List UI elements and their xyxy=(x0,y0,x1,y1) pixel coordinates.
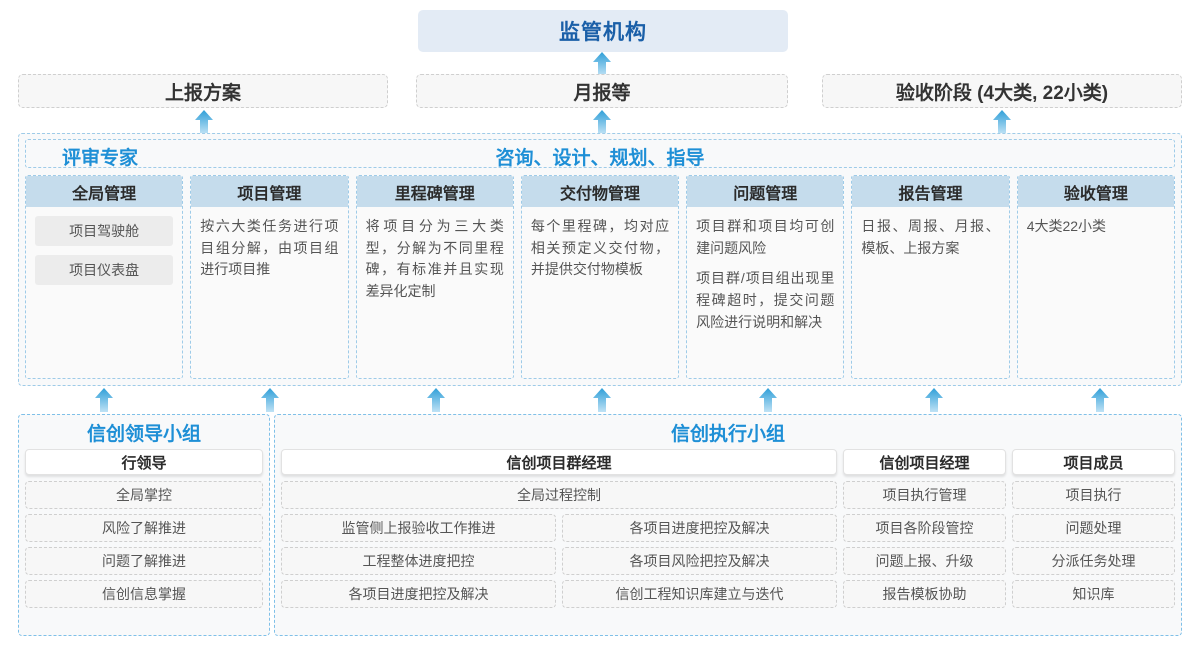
program-manager-left-tasks: 监管侧上报验收工作推进 工程整体进度把控 各项目进度把控及解决 xyxy=(281,514,556,608)
column-body: 每个里程碑，均对应相关预定义交付物，并提供交付物模板 xyxy=(522,207,678,378)
leadership-group: 信创领导小组 行领导 全局掌控 风险了解推进 问题了解推进 信创信息掌握 xyxy=(18,414,270,636)
task-item[interactable]: 知识库 xyxy=(1012,580,1175,608)
execution-group-title: 信创执行小组 xyxy=(670,424,785,445)
execution-group: 信创执行小组 信创项目群经理 全局过程控制 监管侧上报验收工作推进 工程整体进度… xyxy=(274,414,1182,636)
report-box-monthly[interactable]: 月报等 xyxy=(416,74,788,108)
column-paragraph: 项目群/项目组出现里程碑超时，提交问题风险进行说明和解决 xyxy=(696,270,835,330)
leadership-group-title: 信创领导小组 xyxy=(86,424,201,445)
pill-item[interactable]: 项目驾驶舱 xyxy=(35,216,174,246)
execution-columns: 信创项目群经理 全局过程控制 监管侧上报验收工作推进 工程整体进度把控 各项目进… xyxy=(281,449,1175,608)
column-head: 问题管理 xyxy=(687,176,844,207)
regulator-box: 监管机构 xyxy=(418,10,788,52)
arrow-up-icon-band-to-plan xyxy=(195,110,213,134)
column-paragraph: 每个里程碑，均对应相关预定义交付物，并提供交付物模板 xyxy=(530,218,670,278)
column-body: 日报、周报、月报、模板、上报方案 xyxy=(852,207,1008,378)
column-head: 全局管理 xyxy=(26,176,183,207)
task-item[interactable]: 问题处理 xyxy=(1012,514,1175,542)
arrow-up-icon-col-2 xyxy=(427,388,445,412)
task-item[interactable]: 风险了解推进 xyxy=(25,514,263,542)
task-item[interactable]: 各项目进度把控及解决 xyxy=(281,580,556,608)
arrow-up-icon-report-to-regulator xyxy=(593,52,611,76)
column-acceptance-management[interactable]: 验收管理 4大类22小类 xyxy=(1016,175,1175,379)
task-item[interactable]: 问题了解推进 xyxy=(25,547,263,575)
regulator-title: 监管机构 xyxy=(559,21,647,44)
band-header: 评审专家 咨询、设计、规划、指导 xyxy=(25,139,1175,169)
arrow-up-icon-col-4 xyxy=(759,388,777,412)
role-project-member[interactable]: 项目成员 xyxy=(1012,449,1175,475)
task-item[interactable]: 监管侧上报验收工作推进 xyxy=(281,514,556,542)
column-paragraph: 将项目分为三大类型，分解为不同里程碑，有标准并且实现差异化定制 xyxy=(365,218,504,300)
arrow-up-icon-band-to-monthly xyxy=(593,110,611,134)
report-label: 上报方案 xyxy=(164,82,241,104)
column-head: 里程碑管理 xyxy=(356,176,513,207)
task-item[interactable]: 问题上报、升级 xyxy=(843,547,1006,575)
column-body: 将项目分为三大类型，分解为不同里程碑，有标准并且实现差异化定制 xyxy=(357,207,513,378)
report-box-acceptance[interactable]: 验收阶段 (4大类, 22小类) xyxy=(822,74,1182,108)
role-program-manager[interactable]: 信创项目群经理 xyxy=(281,449,837,475)
organization-section: 信创领导小组 行领导 全局掌控 风险了解推进 问题了解推进 信创信息掌握 信创执… xyxy=(18,414,1182,636)
pill-item[interactable]: 项目仪表盘 xyxy=(35,255,174,285)
task-item[interactable]: 全局掌控 xyxy=(25,481,263,509)
arrow-up-icon-col-0 xyxy=(95,388,113,412)
role-bank-leader[interactable]: 行领导 xyxy=(25,449,263,475)
column-deliverable-management[interactable]: 交付物管理 每个里程碑，均对应相关预定义交付物，并提供交付物模板 xyxy=(520,175,680,379)
task-item[interactable]: 全局过程控制 xyxy=(281,481,837,509)
task-item[interactable]: 项目执行管理 xyxy=(843,481,1006,509)
column-paragraph: 4大类22小类 xyxy=(1026,218,1107,234)
column-project-management[interactable]: 项目管理 按六大类任务进行项目组分解，由项目组进行项目推 xyxy=(190,175,349,379)
column-body: 项目群和项目均可创建问题风险 项目群/项目组出现里程碑超时，提交问题风险进行说明… xyxy=(687,207,843,378)
report-label: 月报等 xyxy=(573,82,631,104)
task-item[interactable]: 工程整体进度把控 xyxy=(281,547,556,575)
task-item[interactable]: 信创信息掌握 xyxy=(25,580,263,608)
program-manager-right-tasks: 各项目进度把控及解决 各项目风险把控及解决 信创工程知识库建立与迭代 xyxy=(562,514,837,608)
column-body: 4大类22小类 xyxy=(1018,207,1174,378)
platform-band: 评审专家 咨询、设计、规划、指导 全局管理 项目驾驶舱 项目仪表盘 项目管理 按… xyxy=(18,133,1182,386)
arrow-up-icon-band-to-acceptance xyxy=(993,110,1011,134)
column-project-member: 项目成员 项目执行 问题处理 分派任务处理 知识库 xyxy=(1012,449,1175,608)
column-global-management[interactable]: 全局管理 项目驾驶舱 项目仪表盘 xyxy=(25,175,184,379)
column-project-manager: 信创项目经理 项目执行管理 项目各阶段管控 问题上报、升级 报告模板协助 xyxy=(843,449,1006,608)
arrow-up-icon-col-3 xyxy=(593,388,611,412)
band-title-review-experts: 评审专家 xyxy=(62,148,139,169)
column-milestone-management[interactable]: 里程碑管理 将项目分为三大类型，分解为不同里程碑，有标准并且实现差异化定制 xyxy=(355,175,514,379)
report-box-plan[interactable]: 上报方案 xyxy=(18,74,388,108)
task-item[interactable]: 各项目进度把控及解决 xyxy=(562,514,837,542)
column-paragraph: 项目群和项目均可创建问题风险 xyxy=(696,218,835,256)
task-item[interactable]: 分派任务处理 xyxy=(1012,547,1175,575)
column-head: 报告管理 xyxy=(852,176,1009,207)
task-item[interactable]: 各项目风险把控及解决 xyxy=(562,547,837,575)
column-body: 按六大类任务进行项目组分解，由项目组进行项目推 xyxy=(191,207,347,378)
column-report-management[interactable]: 报告管理 日报、周报、月报、模板、上报方案 xyxy=(851,175,1010,379)
arrow-up-icon-col-1 xyxy=(261,388,279,412)
management-columns: 全局管理 项目驾驶舱 项目仪表盘 项目管理 按六大类任务进行项目组分解，由项目组… xyxy=(25,175,1175,379)
column-program-manager: 信创项目群经理 全局过程控制 监管侧上报验收工作推进 工程整体进度把控 各项目进… xyxy=(281,449,837,608)
column-head: 交付物管理 xyxy=(521,176,679,207)
role-project-manager[interactable]: 信创项目经理 xyxy=(843,449,1006,475)
column-paragraph: 按六大类任务进行项目组分解，由项目组进行项目推 xyxy=(200,218,339,278)
task-item[interactable]: 项目各阶段管控 xyxy=(843,514,1006,542)
task-item[interactable]: 信创工程知识库建立与迭代 xyxy=(562,580,837,608)
column-paragraph: 日报、周报、月报、模板、上报方案 xyxy=(861,218,1000,256)
report-label: 验收阶段 (4大类, 22小类) xyxy=(895,82,1109,104)
column-issue-management[interactable]: 问题管理 项目群和项目均可创建问题风险 项目群/项目组出现里程碑超时，提交问题风… xyxy=(686,175,845,379)
band-title-consulting: 咨询、设计、规划、指导 xyxy=(495,148,705,169)
column-head: 验收管理 xyxy=(1017,176,1174,207)
column-head: 项目管理 xyxy=(191,176,348,207)
arrow-up-icon-col-6 xyxy=(1091,388,1109,412)
column-body: 项目驾驶舱 项目仪表盘 xyxy=(26,207,182,378)
task-item[interactable]: 项目执行 xyxy=(1012,481,1175,509)
arrow-up-icon-col-5 xyxy=(925,388,943,412)
task-item[interactable]: 报告模板协助 xyxy=(843,580,1006,608)
